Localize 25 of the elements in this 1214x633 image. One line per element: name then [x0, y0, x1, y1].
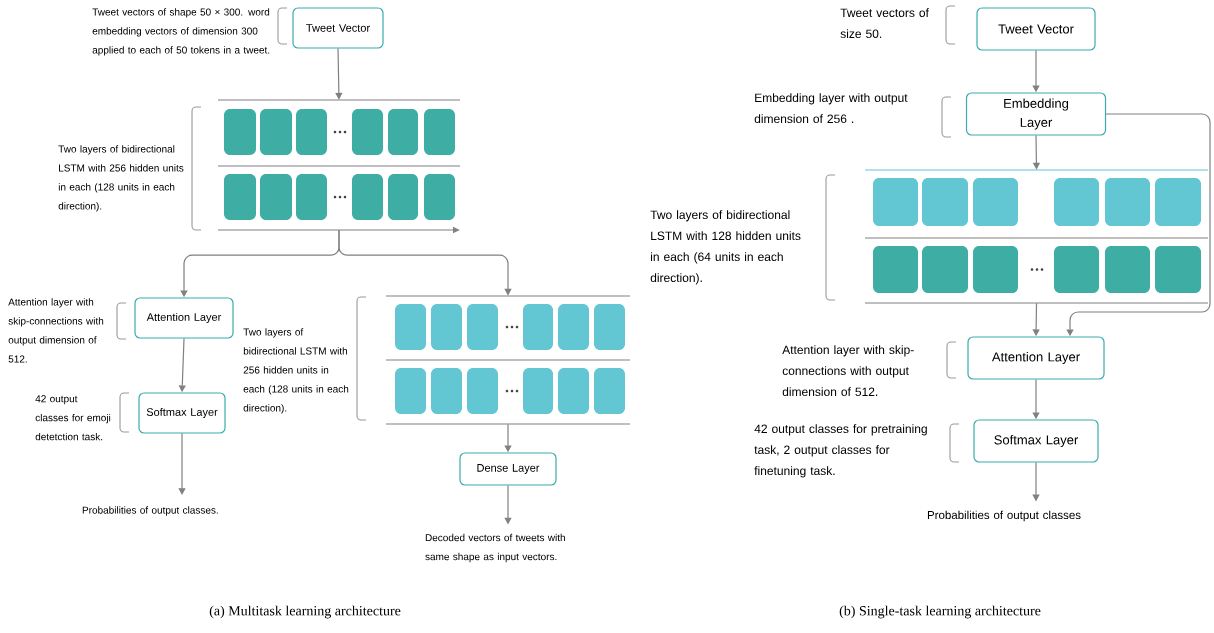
arrow — [335, 48, 343, 100]
annotation-text: 42 output classes for pretraining task, 2 output classes for finetuning task. — [754, 424, 927, 478]
layer-box: Softmax Layer — [973, 419, 1099, 463]
annotation-text: Attention layer with skip-connections with output dimension of 512. — [782, 345, 914, 396]
annotation-text: Two layers of bidirectional LSTM with 256 hidden units in each (128 units in each direction). — [58, 145, 184, 212]
output-text: Decoded vectors of tweets with same shape as input vectors. — [425, 533, 565, 563]
layer-box: Softmax Layer — [138, 392, 226, 434]
annotation-text: Tweet vectors of size 50. — [840, 8, 929, 38]
caption-text: (a) Multitask learning architecture — [209, 605, 401, 619]
annotation-text: Two layers of bidirectional LSTM with 256 hidden units in each (128 units in each direction). — [243, 328, 349, 414]
output-text: Probabilities of output classes. — [82, 506, 218, 516]
annotation-text: Embedding layer with output dimension of 256 . — [754, 93, 908, 123]
annotation-text: Two layers of bidirectional LSTM with 128 hidden units in each (64 units in each direction). — [650, 210, 801, 285]
layer-box: Dense Layer — [459, 452, 557, 486]
layer-box: Tweet Vector — [292, 7, 384, 49]
caption-text: (b) Single-task learning architecture — [839, 605, 1041, 619]
layer-box: Attention Layer — [134, 297, 234, 339]
arrow — [338, 229, 512, 296]
layer-box: Tweet Vector — [976, 7, 1096, 51]
annotation-text: Attention layer with skip-connections with output dimension of 512. — [8, 298, 104, 363]
layer-box: Attention Layer — [967, 336, 1105, 380]
output-text: Probabilities of output classes — [927, 510, 1081, 522]
layer-box: Embedding Layer — [965, 92, 1107, 136]
annotation-text: Tweet vectors of shape 50 × 300. word embedding vectors of dimension 300 applied to each of 50 tokens in a tweet. — [92, 8, 270, 56]
annotation-text: 42 output classes for emoji detetction task. — [35, 395, 111, 441]
